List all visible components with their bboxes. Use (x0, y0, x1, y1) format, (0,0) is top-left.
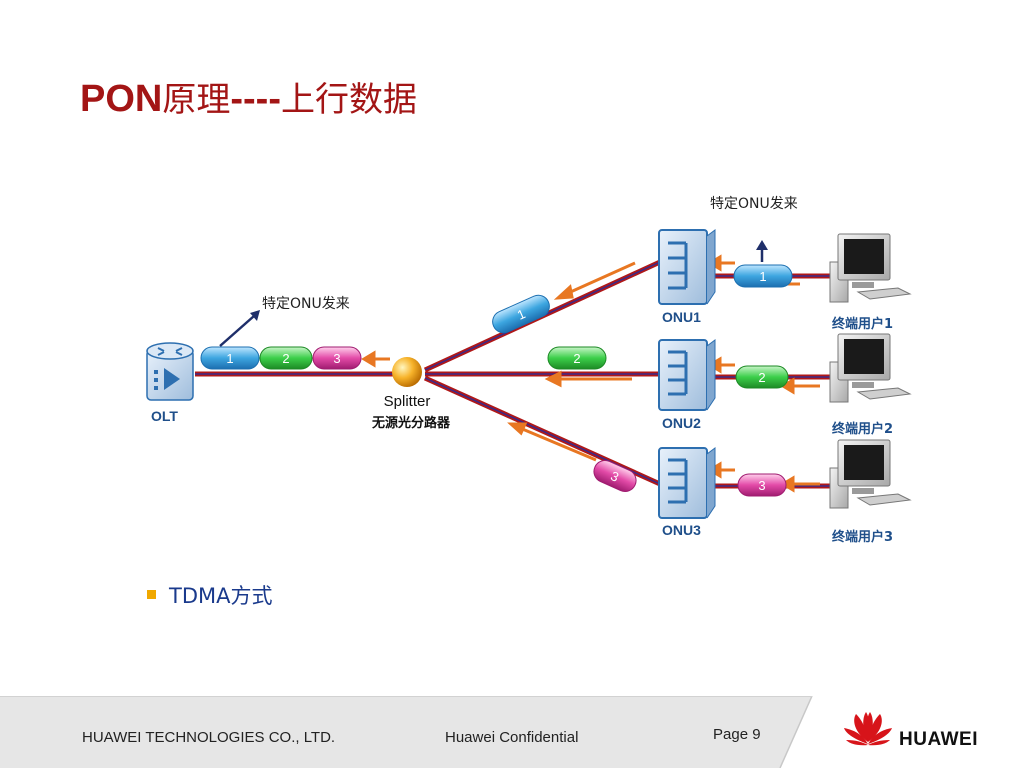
splitter-icon (392, 357, 422, 387)
title-upstream: 上行数据 (280, 80, 417, 120)
onu1-label: ONU1 (662, 309, 701, 325)
olt-label: OLT (151, 408, 178, 424)
branch-packet-3: 3 (593, 460, 637, 492)
user3-label: 终端用户3 (832, 529, 893, 545)
footer-page-number: Page 9 (713, 726, 761, 743)
bullet-square-icon (147, 590, 156, 599)
user2-computer-icon (829, 333, 912, 403)
olt-device-icon (146, 342, 194, 401)
footer-brand: HUAWEI (899, 729, 978, 750)
user1-label: 终端用户1 (832, 316, 893, 332)
pon-diagram: OLT 1 2 3 特定ONU发来 Splitter 无源光分路器 1 2 3 … (146, 196, 912, 545)
onu3-packet: 3 (737, 473, 787, 497)
olt-packet-3: 3 (312, 346, 362, 370)
onu3-device-icon (658, 447, 716, 519)
branch-packet-2-label: 2 (573, 351, 580, 366)
onu1-device-icon (658, 229, 716, 305)
branch-packet-2: 2 (547, 346, 607, 370)
onu2-packet: 2 (735, 365, 789, 389)
onu-annotation-arrow (756, 240, 768, 262)
bullet-item: TDMA方式 (147, 580, 272, 610)
huawei-logo-icon (844, 712, 892, 746)
title-principle: 原理 (162, 80, 231, 120)
onu-annotation: 特定ONU发来 (710, 196, 798, 212)
olt-packet-1: 1 (200, 346, 260, 370)
title-dashes: ---- (230, 78, 281, 120)
user2-label: 终端用户2 (832, 421, 893, 437)
splitter-sublabel: 无源光分路器 (371, 415, 451, 431)
user1-computer-icon (829, 233, 912, 303)
footer: HUAWEI TECHNOLOGIES CO., LTD. Huawei Con… (0, 696, 1024, 768)
onu2-device-icon (658, 339, 716, 411)
bullet-text: TDMA方式 (169, 584, 273, 608)
slide-title: PON原理----上行数据 (80, 72, 417, 121)
footer-background (0, 696, 1024, 768)
olt-packet-1-label: 1 (226, 351, 233, 366)
olt-packet-3-label: 3 (333, 351, 340, 366)
onu2-packet-label: 2 (758, 370, 765, 385)
onu2-label: ONU2 (662, 415, 701, 431)
onu1-packet-label: 1 (759, 269, 766, 284)
user3-computer-icon (829, 439, 912, 509)
olt-packet-2-label: 2 (282, 351, 289, 366)
onu1-packet: 1 (733, 264, 793, 288)
olt-packet-2: 2 (259, 346, 313, 370)
branch-packet-1: 1 (492, 294, 550, 334)
onu3-label: ONU3 (662, 522, 701, 538)
onu3-packet-label: 3 (758, 478, 765, 493)
title-prefix: PON (80, 78, 163, 120)
footer-confidential: Huawei Confidential (445, 729, 579, 746)
olt-annotation-arrow (219, 310, 260, 347)
footer-company: HUAWEI TECHNOLOGIES CO., LTD. (82, 729, 336, 746)
splitter-label: Splitter (384, 393, 431, 410)
olt-annotation: 特定ONU发来 (262, 296, 350, 312)
